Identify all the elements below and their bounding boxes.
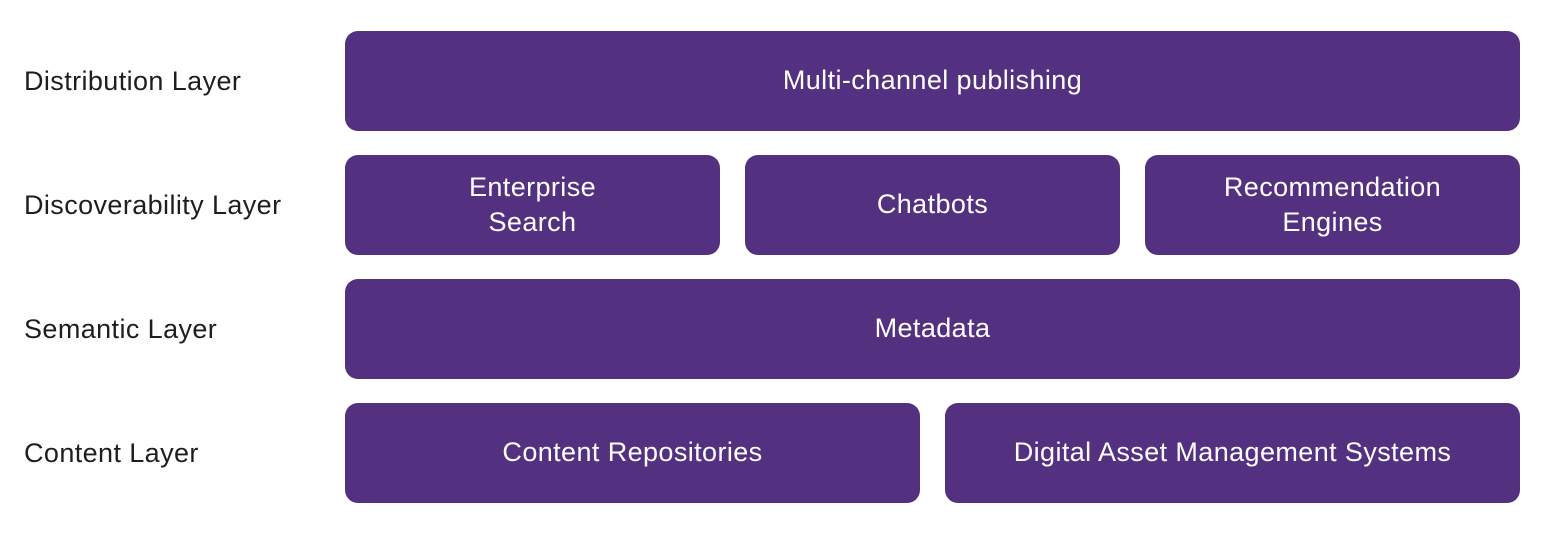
layer-boxes-semantic: Metadata <box>345 279 1520 379</box>
node-digital-asset-management-systems: Digital Asset Management Systems <box>945 403 1520 503</box>
layer-row-discoverability: Discoverability Layer Enterprise Search … <box>0 155 1542 255</box>
layer-row-distribution: Distribution Layer Multi-channel publish… <box>0 31 1542 131</box>
layer-boxes-distribution: Multi-channel publishing <box>345 31 1520 131</box>
layer-row-content: Content Layer Content Repositories Digit… <box>0 403 1542 503</box>
node-recommendation-engines: Recommendation Engines <box>1145 155 1520 255</box>
layer-label-content: Content Layer <box>24 437 199 468</box>
node-metadata: Metadata <box>345 279 1520 379</box>
node-enterprise-search: Enterprise Search <box>345 155 720 255</box>
layer-boxes-content: Content Repositories Digital Asset Manag… <box>345 403 1520 503</box>
layer-label-distribution: Distribution Layer <box>24 65 242 96</box>
layer-boxes-discoverability: Enterprise Search Chatbots Recommendatio… <box>345 155 1520 255</box>
node-multi-channel-publishing: Multi-channel publishing <box>345 31 1520 131</box>
node-content-repositories: Content Repositories <box>345 403 920 503</box>
layer-label-discoverability: Discoverability Layer <box>24 189 282 220</box>
layer-label-semantic: Semantic Layer <box>24 313 218 344</box>
node-chatbots: Chatbots <box>745 155 1120 255</box>
layer-row-semantic: Semantic Layer Metadata <box>0 279 1542 379</box>
